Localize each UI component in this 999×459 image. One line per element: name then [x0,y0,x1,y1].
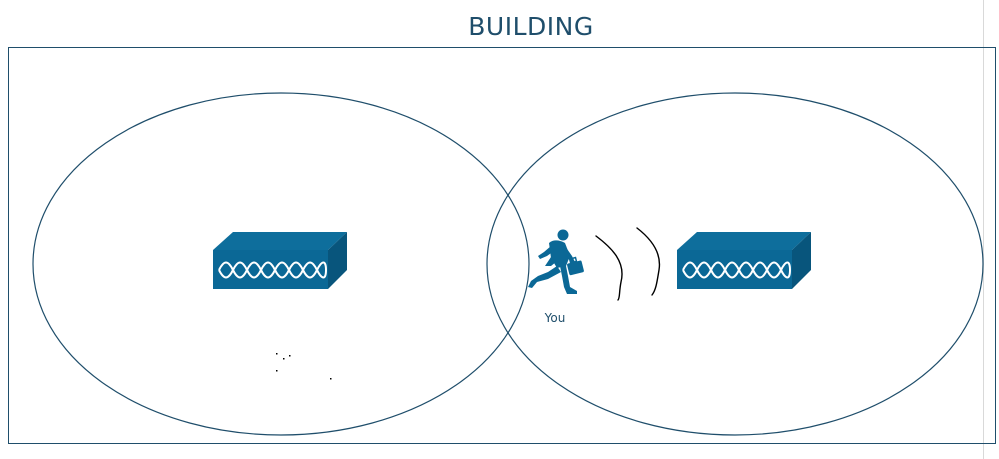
wireless-access-point-icon [677,232,811,289]
wireless-access-point-icon [213,232,347,289]
signal-wave-icon [636,227,661,296]
running-person-with-briefcase-icon [528,229,584,294]
coverage-area-right [486,92,984,436]
page-edge-line [983,0,984,459]
coverage-area-left [32,92,530,436]
signal-wave-icon [595,235,623,301]
person-label: You [544,311,566,325]
stray-dots [276,353,332,380]
building-outline [8,47,996,444]
building-title: BUILDING [468,12,594,41]
